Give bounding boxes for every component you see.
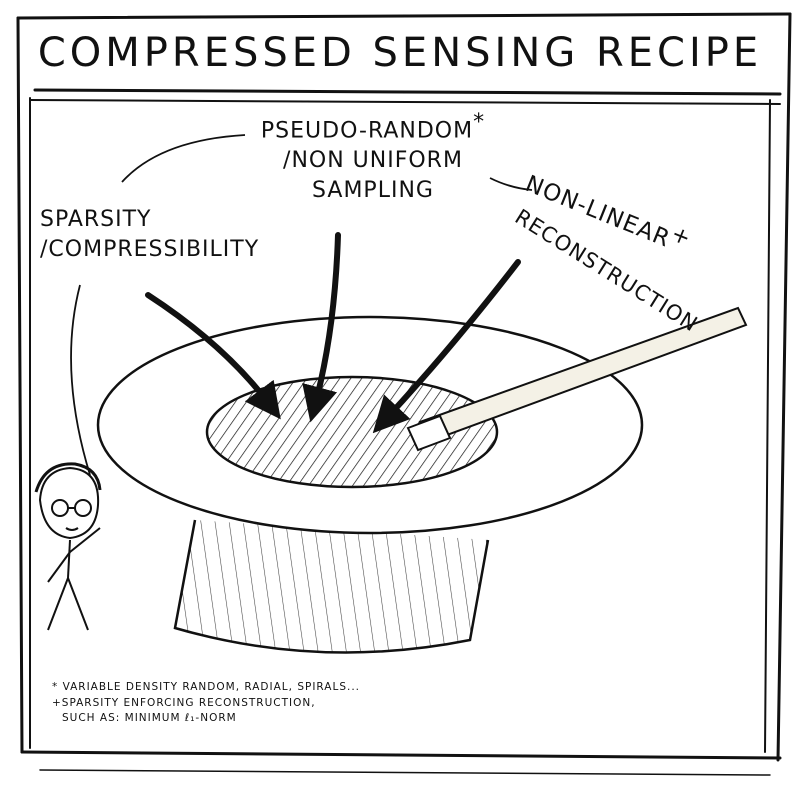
arrow-reconstruction [372,259,521,434]
magic-hat-brim [96,315,644,535]
comic-frame [16,12,792,776]
arrows [145,232,521,434]
footnote-plus-line1: +SPARSITY ENFORCING RECONSTRUCTION, [52,697,316,709]
footnote-star: * VARIABLE DENSITY RANDOM, RADIAL, SPIRA… [52,681,360,693]
label-sampling-line3: SAMPLING [312,178,434,204]
magic-wand [406,306,748,452]
label-sparsity: SPARSITY /COMPRESSIBILITY [40,205,259,265]
footnote-plus-line2: SUCH AS: MINIMUM ℓ₁-NORM [62,712,237,724]
label-sparsity-line1: SPARSITY [40,207,152,232]
label-sampling-line2: /NON UNIFORM [283,148,463,174]
stick-figure [34,462,102,631]
arrow-sampling [302,232,341,423]
leader-lines [70,134,533,476]
label-sparsity-line2: /COMPRESSIBILITY [40,237,260,262]
glasses-icon [51,499,69,517]
magic-hat-crown [173,519,490,654]
label-sampling-mark: * [473,110,486,135]
label-sampling-line1: PSEUDO-RANDOM [260,118,474,144]
label-sampling: PSEUDO-RANDOM* /NON UNIFORM SAMPLING [248,108,498,206]
page-title: COMPRESSED SENSING RECIPE [37,30,763,76]
arrow-sparsity [145,292,281,420]
